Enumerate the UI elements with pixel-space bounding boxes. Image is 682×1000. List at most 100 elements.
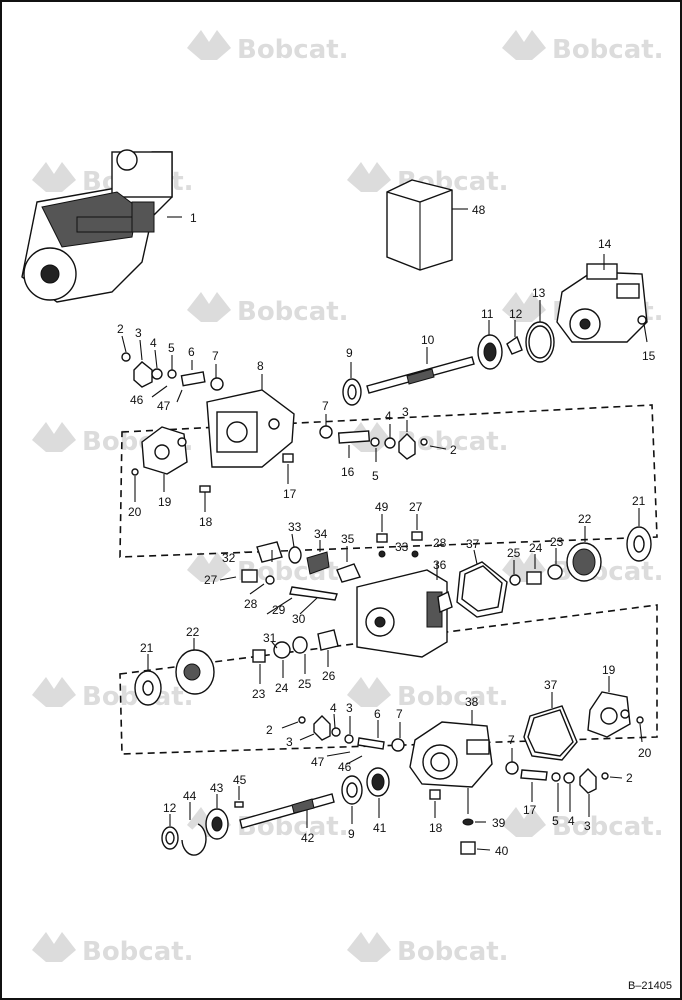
bobcat-logo-watermark [32, 422, 76, 452]
callout-37-front: 37 [544, 678, 558, 692]
callout-25-rear: 25 [507, 546, 521, 560]
callout-25-front: 25 [298, 677, 312, 691]
callout-4-front: 4 [330, 701, 337, 715]
watermark-text: Bobcat. [552, 812, 664, 842]
callout-17-front: 17 [523, 803, 537, 817]
callout-40: 40 [495, 844, 509, 858]
bobcat-logo-watermark [187, 552, 231, 582]
callout-19-rear: 19 [158, 495, 172, 509]
callout-2-upper: 2 [117, 322, 124, 336]
callout-9-front: 9 [348, 827, 355, 841]
callout-34: 34 [314, 527, 328, 541]
rear-gasket-and-rotating-group [456, 508, 652, 618]
rear-cover-parts [131, 426, 294, 512]
callout-23-rear: 23 [550, 535, 564, 549]
callout-8: 8 [257, 359, 264, 373]
rear-valve-parts [319, 414, 447, 462]
upper-small-parts [121, 335, 224, 403]
callout-16: 16 [341, 465, 355, 479]
callout-46-upper: 46 [130, 393, 144, 407]
callout-24-rear: 24 [529, 541, 543, 555]
callout-10: 10 [421, 333, 435, 347]
callout-22-front: 22 [186, 625, 200, 639]
callout-36: 36 [433, 558, 447, 572]
callout-18-front: 18 [429, 821, 443, 835]
watermark-text: Bobcat. [397, 937, 509, 967]
front-plug-parts [429, 788, 491, 855]
center-section [219, 514, 453, 658]
watermark-text: Bobcat. [237, 297, 349, 327]
callout-3-front-left: 3 [286, 735, 293, 749]
callout-9-upper: 9 [346, 346, 353, 360]
callout-12-front: 12 [163, 801, 177, 815]
watermark-text: Bobcat. [552, 35, 664, 65]
bobcat-logo-watermark [502, 807, 546, 837]
callout-43: 43 [210, 781, 224, 795]
callout-3-lower: 3 [584, 819, 591, 833]
figure-code: B–21405 [627, 980, 672, 992]
bobcat-logo-watermark [187, 30, 231, 60]
bobcat-logo-watermark [32, 162, 76, 192]
callout-21-rear: 21 [632, 494, 646, 508]
callout-33-left: 33 [288, 520, 302, 534]
callout-6-upper: 6 [188, 345, 195, 359]
callout-27-top: 27 [409, 500, 423, 514]
callout-12-upper: 12 [509, 307, 523, 321]
callout-28-top: 28 [433, 536, 447, 550]
bobcat-logo-watermark [347, 932, 391, 962]
callout-13: 13 [532, 286, 546, 300]
callout-22-rear: 22 [578, 512, 592, 526]
callout-46-front: 46 [338, 760, 352, 774]
callout-21-front: 21 [140, 641, 154, 655]
callout-24-front: 24 [275, 681, 289, 695]
upper-drive-shaft [342, 300, 555, 406]
callout-29: 29 [272, 603, 286, 617]
front-drive-shaft [161, 767, 390, 856]
callout-31: 31 [263, 631, 277, 645]
callout-47-front: 47 [311, 755, 325, 769]
bobcat-logo-watermark [502, 30, 546, 60]
pump-assembly [21, 149, 182, 303]
bobcat-logo-watermark [502, 292, 546, 322]
callout-48: 48 [472, 203, 486, 217]
rear-housing [206, 374, 295, 468]
callout-7-rear: 7 [322, 399, 329, 413]
callout-2-rear: 2 [450, 443, 457, 457]
watermark-text: Bobcat. [237, 35, 349, 65]
bobcat-logo-watermark [32, 677, 76, 707]
callout-17-rear: 17 [283, 487, 297, 501]
callout-18-rear: 18 [199, 515, 213, 529]
watermark-text: Bobcat. [397, 682, 509, 712]
callout-7-front: 7 [396, 707, 403, 721]
bobcat-logo-watermark [347, 162, 391, 192]
callout-19-front: 19 [602, 663, 616, 677]
callout-1: 1 [190, 211, 197, 225]
callout-26: 26 [322, 669, 336, 683]
callout-32: 32 [222, 551, 236, 565]
callout-23-front: 23 [252, 687, 266, 701]
callout-28-left: 28 [244, 597, 258, 611]
callout-3-upper: 3 [135, 326, 142, 340]
callout-6-front: 6 [374, 707, 381, 721]
callout-4-rear: 4 [385, 409, 392, 423]
callout-30: 30 [292, 612, 306, 626]
bobcat-logo-watermark [187, 292, 231, 322]
callout-4-upper: 4 [150, 336, 157, 350]
front-rotating-group [134, 629, 339, 706]
callout-20-front: 20 [638, 746, 652, 760]
callout-5-lower: 5 [552, 814, 559, 828]
callout-42: 42 [301, 831, 315, 845]
callout-20-rear: 20 [128, 505, 142, 519]
callout-39: 39 [492, 816, 506, 830]
callout-38: 38 [465, 695, 479, 709]
callout-49: 49 [375, 500, 389, 514]
callout-5-upper: 5 [168, 341, 175, 355]
callout-27-left: 27 [204, 573, 218, 587]
callout-15: 15 [642, 349, 656, 363]
callout-2-front: 2 [266, 723, 273, 737]
callout-7-lower: 7 [508, 733, 515, 747]
rear-housing-group-outline [119, 404, 658, 558]
callout-44: 44 [183, 789, 197, 803]
